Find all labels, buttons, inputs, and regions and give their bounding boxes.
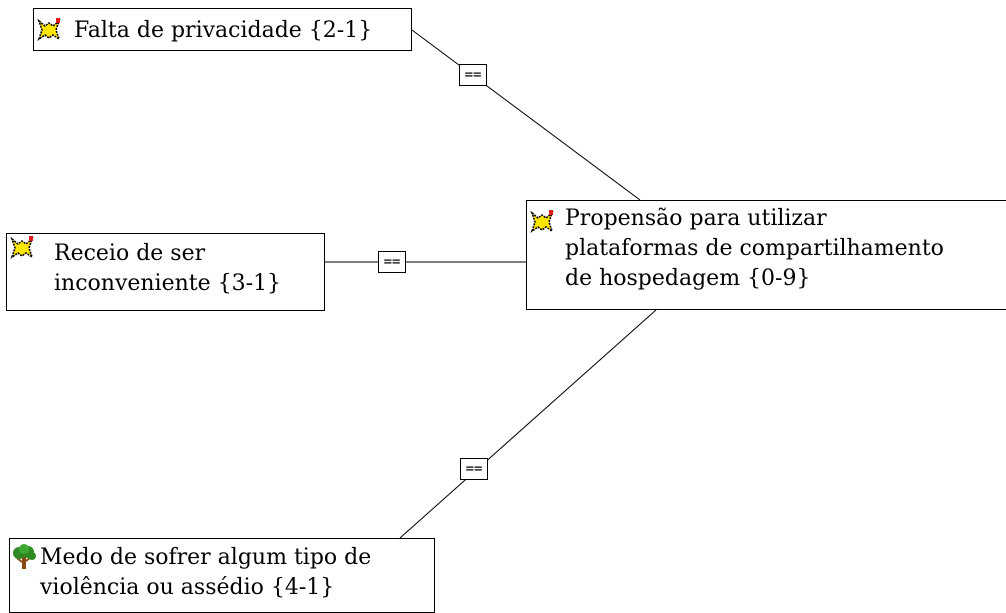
- code-label: Receio de ser inconveniente {3-1}: [54, 241, 282, 296]
- code-icon: [529, 209, 555, 235]
- edge-medo-propensao: [399, 309, 657, 539]
- code-node-propensao[interactable]: Propensão para utilizar plataformas de c…: [526, 200, 1006, 310]
- code-icon: [9, 235, 35, 261]
- relation-label-medo[interactable]: ==: [460, 458, 488, 480]
- code-node-receio-de-ser-inconveniente[interactable]: Receio de ser inconveniente {3-1}: [6, 233, 325, 311]
- code-label: Propensão para utilizar plataformas de c…: [565, 206, 944, 291]
- code-node-falta-de-privacidade[interactable]: Falta de privacidade {2-1}: [33, 8, 412, 51]
- code-label: Medo de sofrer algum tipo de violência o…: [40, 545, 372, 600]
- relation-label-receio[interactable]: ==: [378, 251, 406, 273]
- tree-icon: [11, 544, 37, 570]
- code-label: Falta de privacidade {2-1}: [74, 18, 373, 43]
- relation-label-falta[interactable]: ==: [459, 64, 487, 86]
- code-icon: [36, 17, 62, 43]
- code-node-medo-de-sofrer-violencia[interactable]: Medo de sofrer algum tipo de violência o…: [9, 538, 435, 613]
- edge-falta-propensao: [411, 29, 641, 201]
